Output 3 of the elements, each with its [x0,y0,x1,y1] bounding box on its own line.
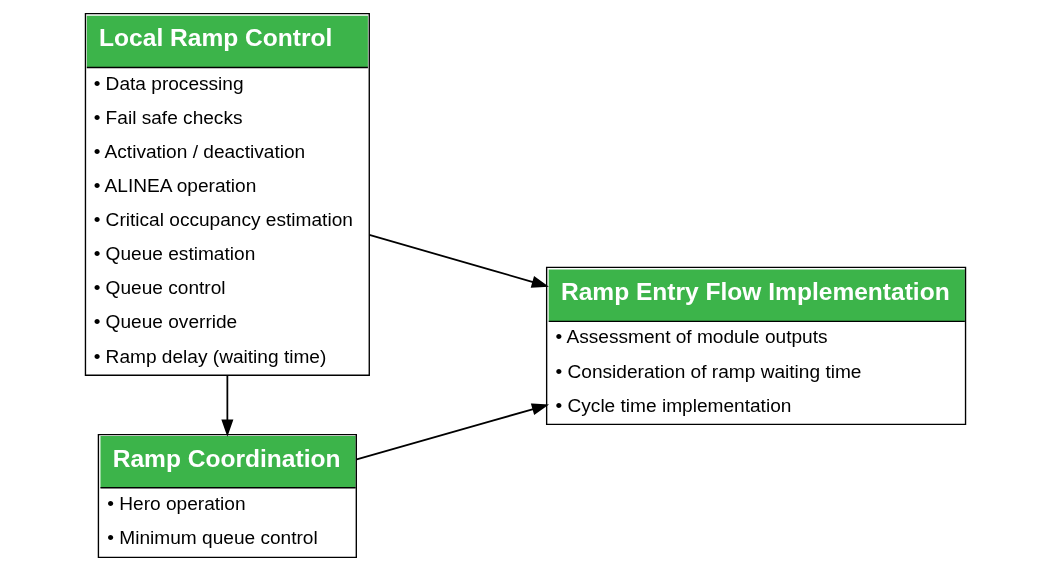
arrow [220,374,233,437]
arrow [367,234,549,288]
arrow [355,403,549,461]
